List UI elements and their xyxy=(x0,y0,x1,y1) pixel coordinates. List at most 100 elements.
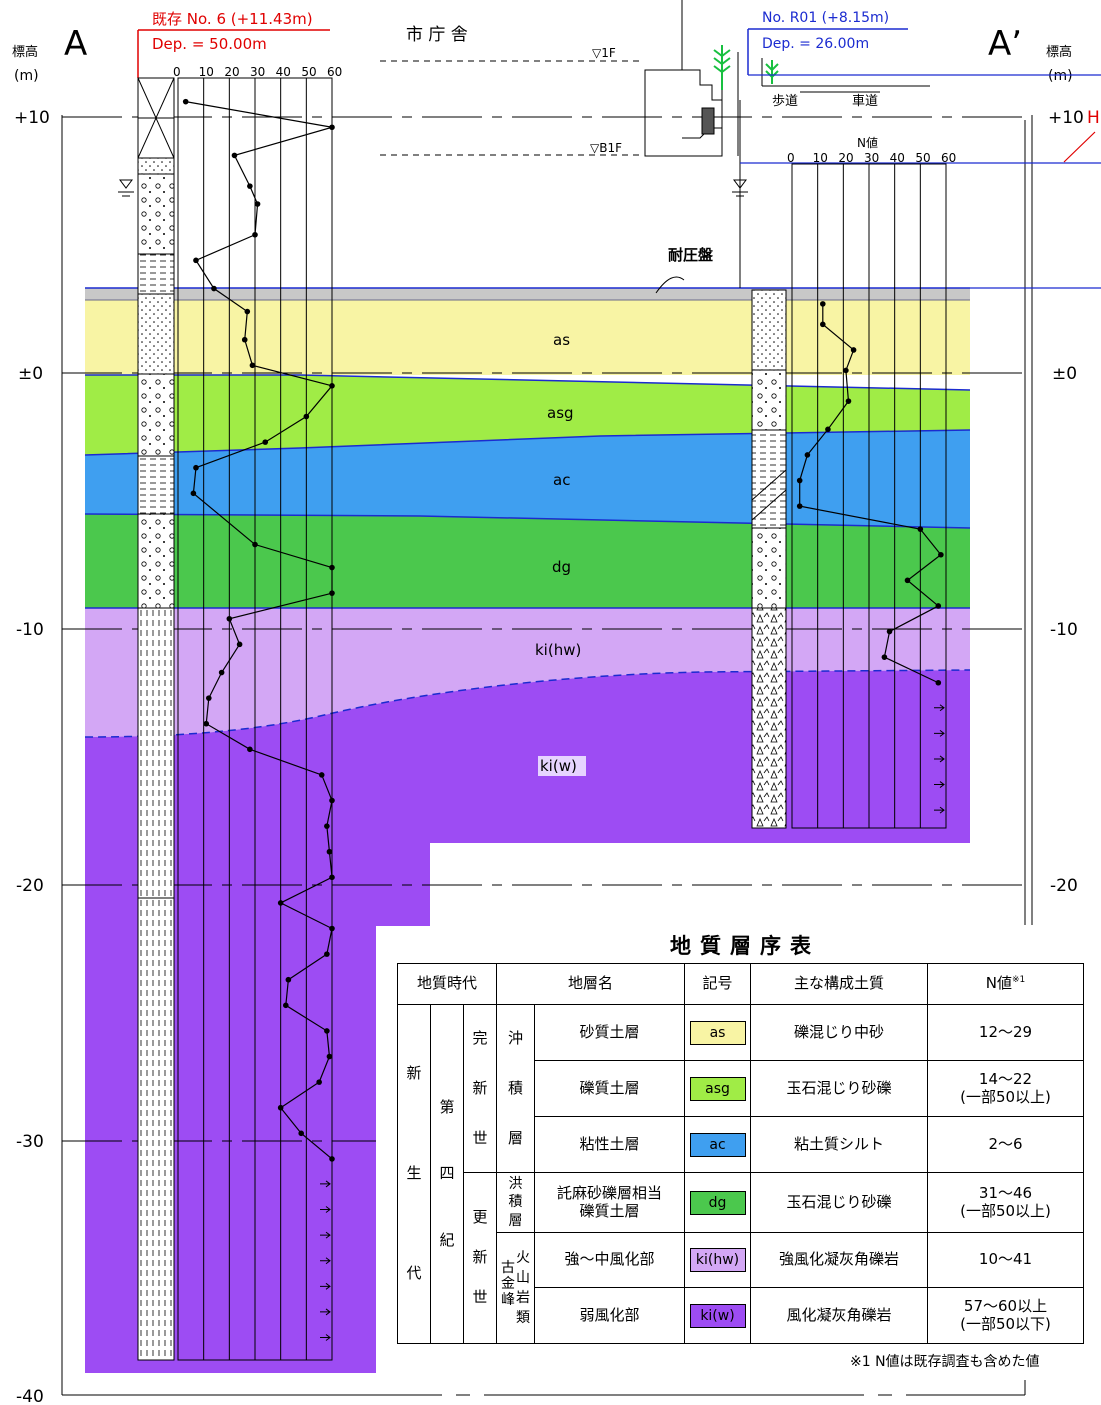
row2-soil: 粘土質シルト xyxy=(750,1116,928,1173)
plot-point xyxy=(226,615,233,622)
plot-point xyxy=(329,874,335,881)
plot-point xyxy=(935,679,942,686)
row2-symbol: ac xyxy=(689,1132,746,1157)
plot-point xyxy=(329,564,335,571)
layer-label-ac: ac xyxy=(553,471,570,489)
plot-point xyxy=(277,900,284,906)
plot-arrow xyxy=(934,704,945,712)
row1-symbol-cell: asg xyxy=(684,1060,751,1117)
row0-name: 砂質土層 xyxy=(534,1004,685,1061)
plot-arrow xyxy=(320,1206,331,1213)
boring2-depth: Dep. = 26.00m xyxy=(762,36,869,52)
plot-arrow xyxy=(320,1308,331,1316)
header-soil: 主な構成土質 xyxy=(750,963,928,1005)
elev-left-1: ±0 xyxy=(18,364,43,384)
row5-symbol: ki(w) xyxy=(689,1303,746,1328)
row1-n: 14〜22 xyxy=(978,1070,1033,1089)
layer-as xyxy=(85,300,970,375)
plot-point xyxy=(917,526,924,532)
plot-arrow xyxy=(320,1257,331,1265)
vertical-char: 岩 xyxy=(516,1289,530,1306)
plot-point xyxy=(283,1002,289,1009)
boring1-core xyxy=(137,77,175,1361)
v-dilu-text: 洪積層 xyxy=(497,1175,534,1231)
boring1-depth: Dep. = 50.00m xyxy=(152,35,267,53)
row1-n-cell: 14〜22(一部50以上) xyxy=(927,1060,1084,1117)
plot-point xyxy=(285,976,292,983)
v-pleis-text: 更新世 xyxy=(464,1198,496,1318)
table-row: 古金峰 火山岩類 強〜中風化部 ki(hw) 強風化凝灰角礫岩 10〜41 xyxy=(398,1232,1084,1344)
layer-label-as: as xyxy=(553,331,570,349)
table-title: 地質層序表 xyxy=(670,934,820,958)
vertical-char: 四 xyxy=(439,1164,455,1183)
plot-point xyxy=(206,695,212,701)
bearing-layer-label: 耐圧盤 xyxy=(668,246,714,264)
row5-n: 57〜60以上 xyxy=(963,1297,1048,1316)
plot-point xyxy=(247,746,253,753)
plot-point xyxy=(329,124,335,131)
vertical-char: 第 xyxy=(439,1097,455,1116)
plot-point xyxy=(211,285,217,292)
boring2-nvalue-series xyxy=(796,301,945,814)
plot-point xyxy=(881,654,888,660)
elev-unit-label-left: 標高 xyxy=(12,44,38,60)
row4-name: 強〜中風化部 xyxy=(534,1232,685,1288)
plot-point xyxy=(324,951,330,957)
plot-point xyxy=(252,231,258,238)
row4-soil: 強風化凝灰角礫岩 xyxy=(750,1232,928,1288)
plot-tick-label: 60 xyxy=(941,151,956,165)
row0-symbol-cell: as xyxy=(684,1004,751,1061)
v-vola-text: 古金峰 xyxy=(501,1248,515,1308)
plot-point xyxy=(329,925,335,932)
plot-point xyxy=(329,797,335,804)
vertical-char: 洪 xyxy=(508,1175,523,1192)
plot-point xyxy=(236,641,243,648)
vertical-char: 世 xyxy=(472,1128,488,1147)
header-age: 地質時代 xyxy=(397,963,497,1005)
plot-point xyxy=(904,577,911,584)
plot-tick-label: 0 xyxy=(787,151,795,165)
elev-left-3: -20 xyxy=(16,876,44,896)
boring2-header: No. R01 (+8.15m) Dep. = 26.00m xyxy=(740,10,1101,289)
elev-left-4: -30 xyxy=(16,1132,44,1152)
plot-arrow xyxy=(934,781,945,788)
plot-point xyxy=(247,183,253,189)
header-symbol: 記号 xyxy=(684,963,751,1005)
v-holo-text: 完新世 xyxy=(464,1014,496,1164)
cell-diluvium: 洪積層 xyxy=(496,1172,535,1233)
row3-n: 31〜46 xyxy=(978,1184,1033,1203)
header-formation: 地層名 xyxy=(496,963,685,1005)
plot-arrow xyxy=(934,755,945,763)
vertical-char: 新 xyxy=(472,1078,488,1097)
row0-soil: 礫混じり中砂 xyxy=(750,1004,928,1061)
vertical-char: 積 xyxy=(508,1194,523,1211)
cell-volcanic: 古金峰 火山岩類 xyxy=(496,1232,535,1344)
row1-name: 礫質土層 xyxy=(534,1060,685,1117)
plot-point xyxy=(249,362,256,369)
plot-tick-label: 50 xyxy=(301,65,316,79)
plot-point xyxy=(218,669,225,676)
elevation-labels-right: +10 ±0 -10 -20 xyxy=(1048,108,1084,896)
vertical-char: 新 xyxy=(406,1064,422,1083)
table-row: 弱風化部 ki(w) 風化凝灰角礫岩 57〜60以上(一部50以下) xyxy=(398,1287,1084,1344)
plot-point xyxy=(845,398,852,404)
v-era-text: 新生代 xyxy=(398,1024,430,1324)
row4-n: 10〜41 xyxy=(927,1232,1084,1288)
plot-point xyxy=(935,603,942,609)
vertical-char: 積 xyxy=(507,1078,523,1097)
plot-tick-label: 30 xyxy=(864,151,879,165)
base-layer xyxy=(85,288,970,300)
elev-right-1: ±0 xyxy=(1052,364,1077,384)
sidewalk-label: 歩道 xyxy=(772,94,798,109)
row3-soil: 玉石混じり砂礫 xyxy=(750,1172,928,1233)
vertical-char: 新 xyxy=(472,1248,488,1267)
table-row: 更新世 洪積層 託麻砂礫層相当礫質土層 dg 玉石混じり砂礫 31〜46(一部5… xyxy=(398,1172,1084,1344)
plot-point xyxy=(182,98,189,105)
plot-point xyxy=(241,336,248,343)
vertical-char: 完 xyxy=(472,1028,488,1047)
plot-point xyxy=(262,439,269,445)
row3-n-cell: 31〜46(一部50以上) xyxy=(927,1172,1084,1233)
floor-b1f: ▽B1F xyxy=(590,141,622,155)
plot-point xyxy=(796,477,803,484)
